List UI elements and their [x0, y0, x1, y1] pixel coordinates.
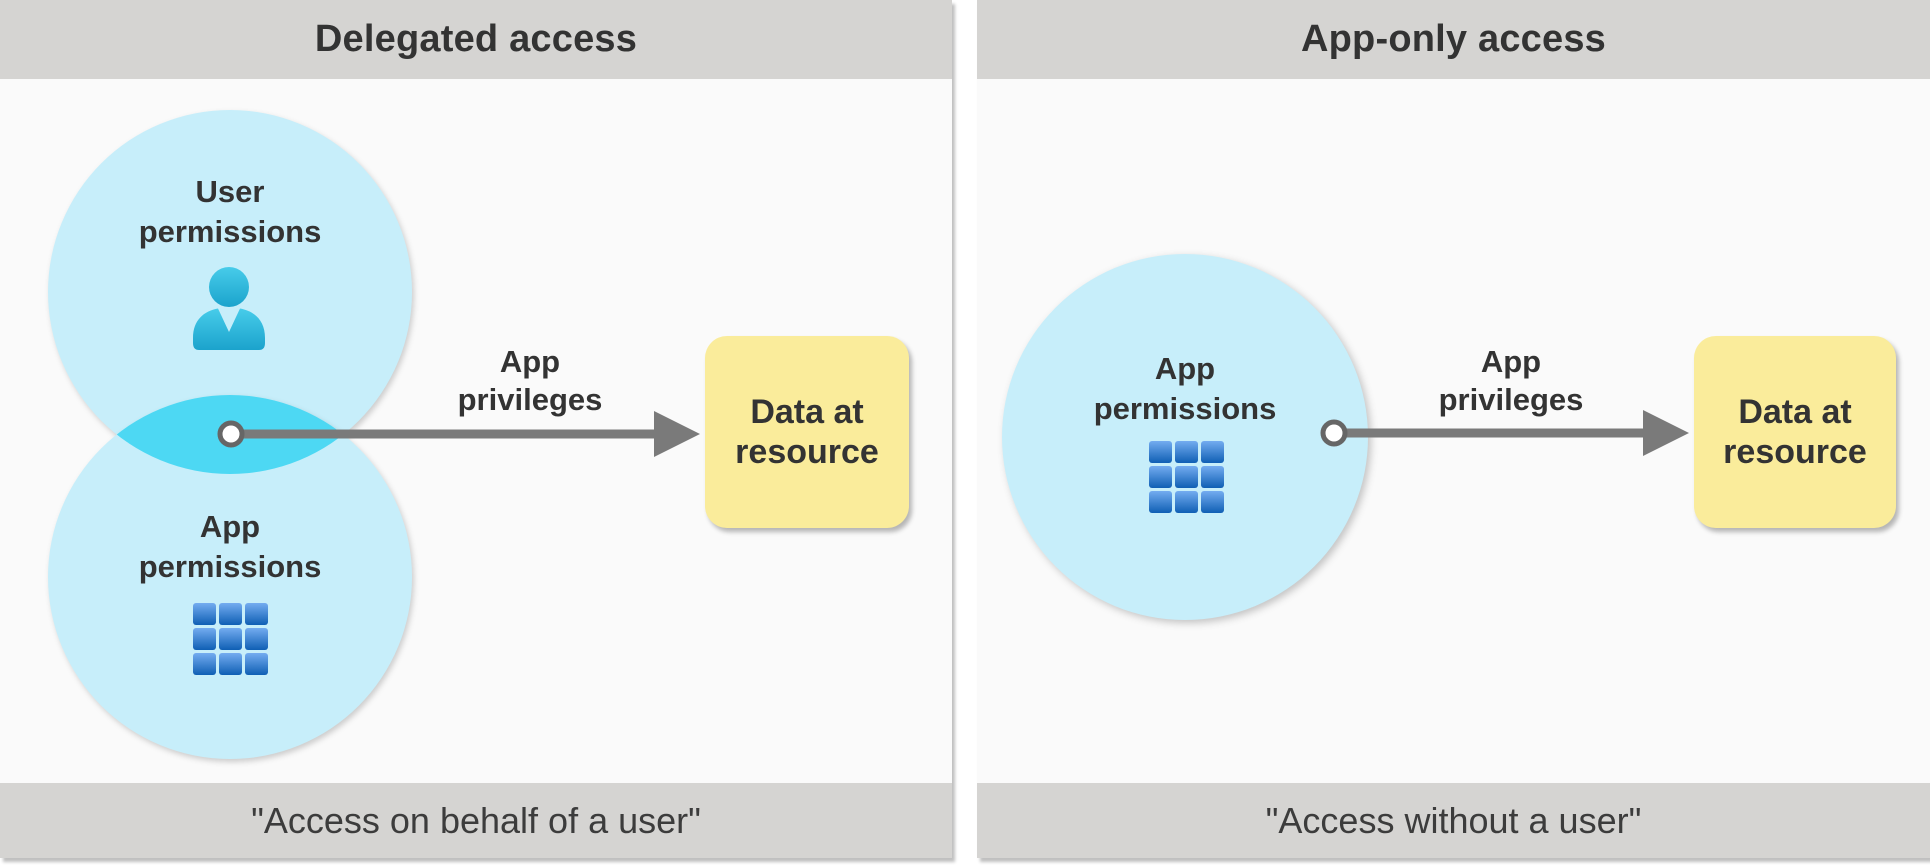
- panel-footer-app-only: "Access without a user": [977, 783, 1930, 858]
- app-privileges-arrowhead-icon: [1643, 410, 1689, 456]
- app-privileges-arrowhead-icon: [654, 411, 700, 457]
- app-privileges-label-line2: privileges: [457, 382, 603, 417]
- grid-icon: [193, 603, 268, 675]
- connector-dot-icon: [1320, 419, 1348, 447]
- footer-quote-delegated: "Access on behalf of a user": [251, 799, 701, 841]
- panel-delegated-access: Delegated access: [0, 0, 952, 858]
- panel-body-app-only: App permissions App: [977, 79, 1930, 783]
- panel-title-app-only: App-only access: [1301, 18, 1606, 60]
- user-icon: [193, 267, 265, 350]
- panel-header-app-only: App-only access: [977, 0, 1930, 79]
- connector-dot-icon: [217, 420, 245, 448]
- app-permissions-circle: [1002, 254, 1368, 620]
- resource-box-label-line2: resource: [735, 433, 879, 471]
- app-privileges-label: App privileges: [458, 343, 603, 419]
- app-only-diagram: [1002, 254, 1689, 620]
- panel-footer-delegated: "Access on behalf of a user": [0, 783, 952, 858]
- app-privileges-label: App privileges: [1439, 343, 1584, 419]
- app-permissions-circle: [48, 395, 412, 759]
- panel-app-only-access: App-only access App permissions: [977, 0, 1930, 858]
- user-permissions-label: User permissions: [139, 172, 322, 252]
- user-permissions-label-line2: permissions: [138, 214, 322, 249]
- user-permissions-label-line1: User: [195, 174, 265, 209]
- app-permissions-label-line2: permissions: [138, 549, 322, 584]
- panel-header-delegated: Delegated access: [0, 0, 952, 79]
- resource-box-label-line2: resource: [1723, 433, 1867, 471]
- app-privileges-label-line1: App: [499, 344, 561, 379]
- resource-box-label-line1: Data at: [1738, 393, 1852, 431]
- app-permissions-label-line1: App: [1154, 351, 1216, 386]
- data-at-resource-box: Data at resource: [1694, 336, 1896, 528]
- app-permissions-label-line2: permissions: [1093, 391, 1277, 426]
- app-privileges-label-line2: privileges: [1438, 382, 1584, 417]
- app-permissions-label-line1: App: [199, 509, 261, 544]
- panel-body-delegated: User permissions App permissions: [0, 79, 952, 783]
- grid-icon: [1149, 441, 1224, 513]
- data-at-resource-box: Data at resource: [705, 336, 909, 528]
- app-privileges-label-line1: App: [1480, 344, 1542, 379]
- resource-box-label-line1: Data at: [750, 393, 864, 431]
- panel-title-delegated: Delegated access: [314, 18, 638, 60]
- app-permissions-label: App permissions: [139, 507, 322, 587]
- app-permissions-label: App permissions: [1094, 349, 1277, 429]
- footer-quote-app-only: "Access without a user": [1265, 799, 1642, 841]
